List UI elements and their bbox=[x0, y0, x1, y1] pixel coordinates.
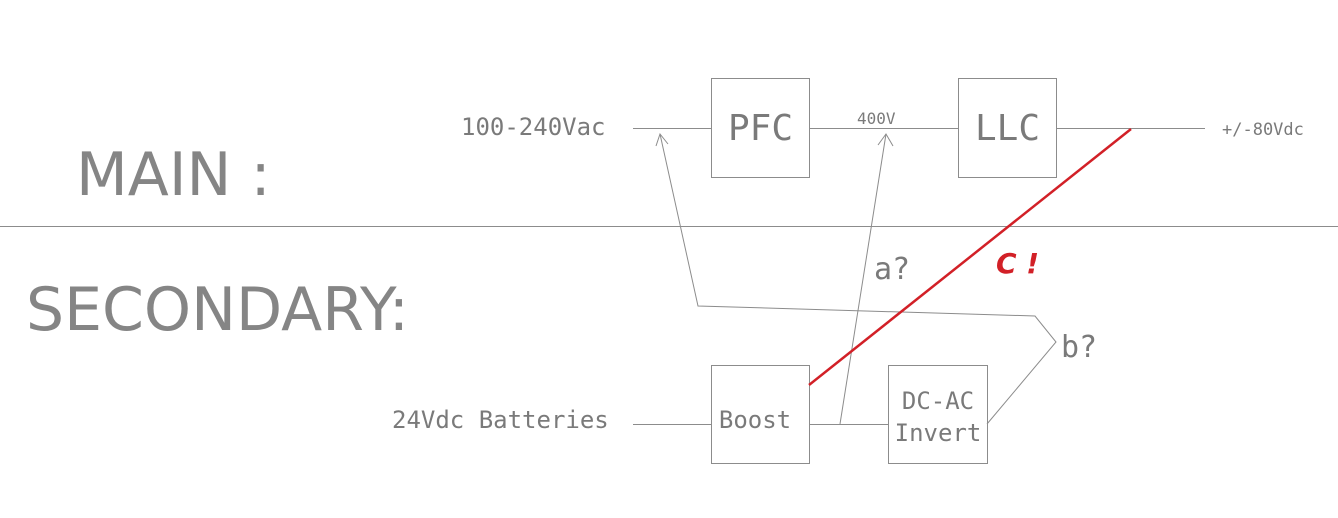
boost-block-label: Boost bbox=[719, 406, 791, 434]
battery-input-label: 24Vdc Batteries bbox=[392, 406, 609, 434]
option-b-label: b? bbox=[1061, 330, 1097, 365]
option-a-arrowhead bbox=[877, 133, 894, 147]
option-a-label: a? bbox=[874, 252, 910, 287]
option-a-wire bbox=[839, 133, 887, 425]
boost-block bbox=[711, 365, 810, 464]
option-c-wire bbox=[808, 128, 1132, 386]
bus-voltage-label: 400V bbox=[857, 109, 896, 128]
ac-input-label: 100-240Vac bbox=[461, 113, 606, 141]
dc-output-label: +/-80Vdc bbox=[1222, 120, 1304, 140]
inverter-block bbox=[888, 365, 988, 464]
pfc-block-label: PFC bbox=[728, 108, 793, 149]
llc-block-label: LLC bbox=[975, 108, 1040, 149]
option-b-wire bbox=[659, 133, 1057, 425]
secondary-section-label: SECONDARY: bbox=[26, 275, 409, 345]
inverter-block-label-line2: Invert bbox=[895, 419, 982, 447]
option-c-label: C ! bbox=[996, 247, 1039, 280]
option-b-arrowhead bbox=[655, 132, 669, 147]
inverter-block-label-line1: DC-AC bbox=[902, 387, 974, 415]
main-section-label: MAIN : bbox=[76, 140, 271, 210]
